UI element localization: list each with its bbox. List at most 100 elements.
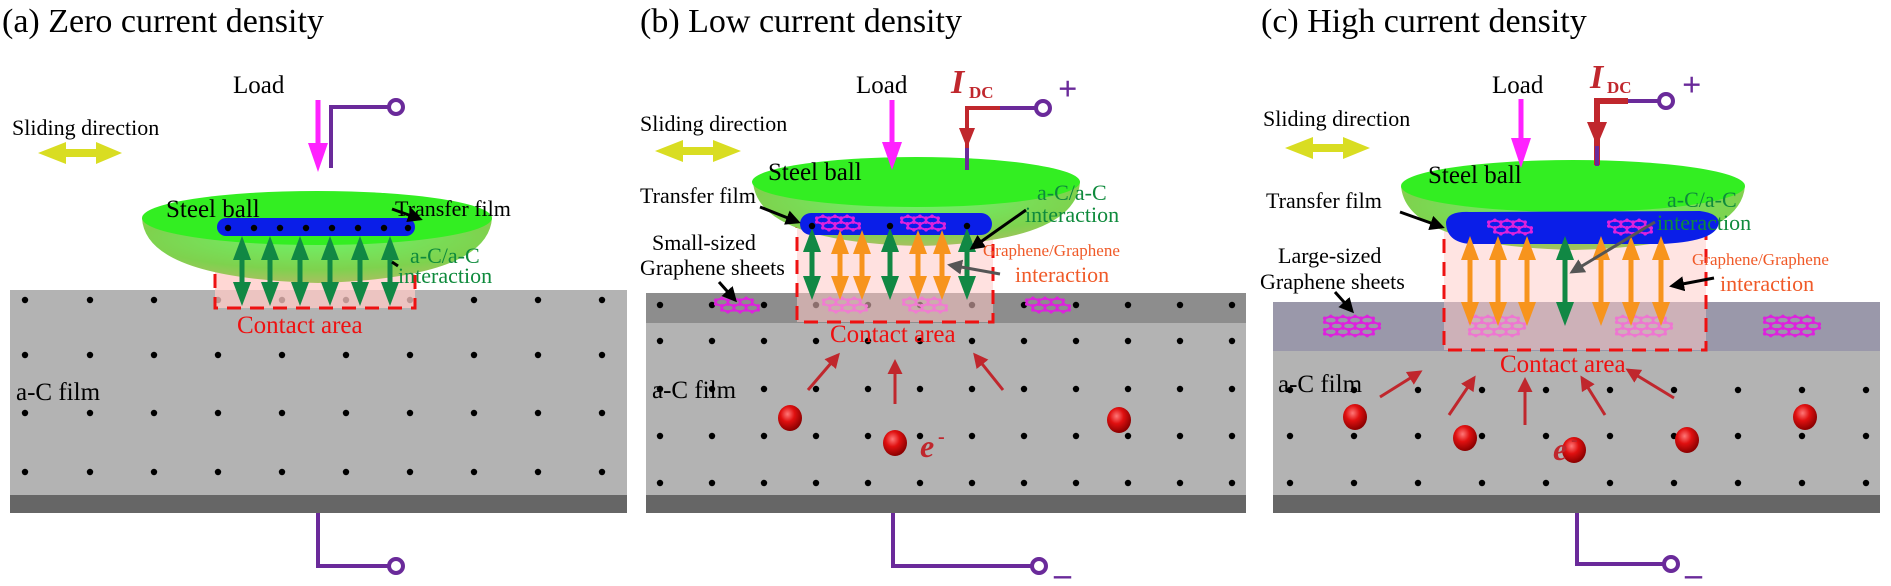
atom-dot	[342, 351, 350, 359]
atom-dot	[1124, 385, 1132, 393]
atom-dot	[150, 296, 158, 304]
atom-dot	[708, 432, 716, 440]
atom-dot	[916, 432, 924, 440]
interaction-arrow	[261, 236, 279, 306]
load-arrow	[882, 100, 902, 170]
load-label: Load	[1492, 72, 1544, 99]
atom-dot	[886, 222, 894, 230]
atom-dot	[150, 409, 158, 417]
atom-dot	[760, 301, 768, 309]
atom-dot	[1124, 479, 1132, 487]
sliding-direction-label: Sliding direction	[1263, 106, 1410, 131]
atom-dot	[534, 296, 542, 304]
panel-title: (c) High current density	[1261, 3, 1587, 40]
gg-arrows	[831, 230, 951, 300]
acac-label-line1: a-C/a-C	[1667, 187, 1737, 212]
electron-icon	[1107, 407, 1131, 433]
current-arrow	[1587, 122, 1607, 146]
atom-dot	[406, 468, 414, 476]
acac-pointer	[1569, 220, 1656, 274]
load-label: Load	[856, 72, 908, 99]
atom-dot	[328, 224, 336, 232]
sheets-pointer	[717, 281, 737, 303]
graphene-sheet-icon	[1762, 314, 1822, 338]
atom-dot	[470, 351, 478, 359]
sheets-label-line2: Graphene sheets	[1260, 269, 1405, 294]
contact-area-label: Contact area	[1500, 351, 1626, 378]
acac-label-line2: interaction	[398, 263, 492, 288]
atom-dot	[406, 409, 414, 417]
load-label: Load	[233, 72, 285, 99]
graphene-sheet-icon	[1322, 314, 1382, 338]
interaction-arrow	[1622, 236, 1640, 326]
atom-dot	[812, 337, 820, 345]
electron-flow-arrows	[1379, 368, 1675, 425]
atom-dot	[278, 351, 286, 359]
load-arrow	[308, 100, 328, 172]
atom-dot	[1176, 479, 1184, 487]
atom-dot	[470, 468, 478, 476]
atom-dot	[534, 409, 542, 417]
acac-pointer	[969, 208, 1027, 250]
terminal-top	[1034, 99, 1052, 117]
terminal-top	[1657, 92, 1675, 110]
interaction-arrow	[233, 236, 251, 306]
atom-dot	[864, 337, 872, 345]
electrons	[1343, 404, 1817, 463]
electron-icon	[1343, 404, 1367, 430]
interaction-arrow	[1592, 236, 1610, 326]
interaction-arrow	[881, 228, 899, 300]
atom-dot	[656, 301, 664, 309]
electron-flow-arrows	[806, 352, 1005, 404]
transfer-graphene	[814, 214, 947, 232]
interaction-arrow	[909, 230, 927, 300]
transfer-film	[1446, 211, 1719, 244]
transfer-film-pointer	[1399, 210, 1445, 231]
acac-label-line2: interaction	[1657, 210, 1751, 235]
current-wire-top	[959, 99, 1052, 170]
electron-symbol: e	[920, 428, 934, 464]
gg-label-line1: Graphene/Graphene	[1692, 250, 1829, 269]
electron-superscript: -	[938, 426, 945, 448]
atom-dot	[150, 468, 158, 476]
electron-symbol: e	[1553, 431, 1567, 467]
atom-dot	[1734, 479, 1742, 487]
atom-dot	[598, 468, 606, 476]
atom-dot	[812, 479, 820, 487]
atom-dot	[968, 385, 976, 393]
atom-dot	[354, 224, 362, 232]
atom-dot	[1350, 386, 1358, 394]
atom-dot	[1072, 479, 1080, 487]
sliding-direction-arrow	[655, 140, 741, 162]
sheets-label-line1: Small-sized	[652, 230, 756, 255]
sliding-direction-arrow	[1285, 137, 1370, 159]
interaction-arrow	[1461, 236, 1479, 326]
wire-top	[329, 98, 405, 168]
atom-dot	[598, 351, 606, 359]
sheets-label-line2: Graphene sheets	[640, 255, 785, 280]
transfer-film-dots	[808, 222, 971, 230]
atom-dot	[1176, 337, 1184, 345]
atom-dot	[1072, 432, 1080, 440]
atom-dot	[760, 385, 768, 393]
atom-dot	[214, 351, 222, 359]
atom-dot	[812, 385, 820, 393]
atom-dot	[1862, 432, 1870, 440]
steel-ball-top	[752, 157, 1080, 207]
atom-dot	[21, 296, 29, 304]
atom-dot	[760, 432, 768, 440]
atom-dot	[1286, 432, 1294, 440]
panel-c: (c) High current density a-C film Steel …	[1260, 3, 1880, 586]
contact-area-label: Contact area	[237, 312, 363, 339]
atom-dot	[708, 479, 716, 487]
interaction-arrow	[1652, 236, 1670, 326]
atom-dot	[1542, 432, 1550, 440]
transfer-film-label: Transfer film	[640, 183, 756, 208]
atom-dot	[278, 409, 286, 417]
atom-dot	[1798, 479, 1806, 487]
atom-dot	[708, 337, 716, 345]
electrons	[778, 405, 1131, 456]
electron-icon	[883, 430, 907, 456]
atom-dot	[380, 224, 388, 232]
